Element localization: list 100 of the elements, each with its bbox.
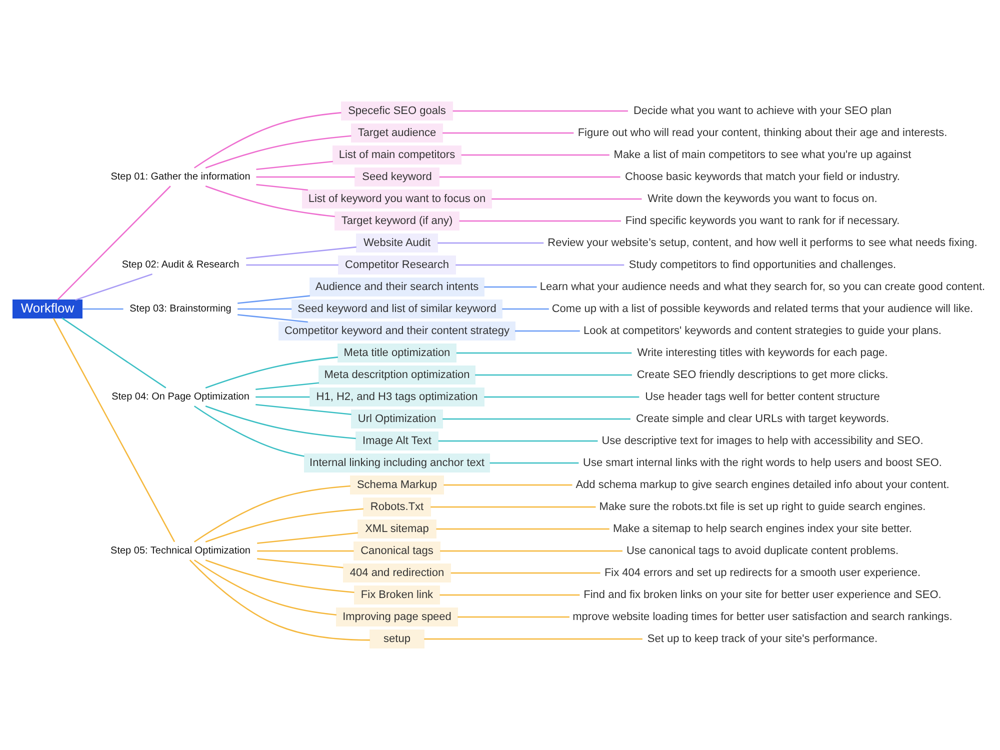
- connector: [438, 440, 598, 442]
- node-box: Competitor Research: [338, 256, 456, 274]
- node-text: Set up to keep track of your site's performance.: [646, 632, 878, 645]
- connector: [491, 198, 642, 200]
- node-box: setup: [369, 630, 424, 648]
- connector: [204, 356, 338, 388]
- node-text: Study competitors to find opportunities and challenges.: [628, 258, 896, 271]
- connector: [256, 532, 358, 544]
- node-text: Use descriptive text for images to help with accessibility and SEO.: [601, 434, 923, 447]
- connector: [52, 318, 175, 542]
- connector: [456, 352, 632, 354]
- connector: [193, 485, 350, 542]
- connector: [56, 186, 170, 300]
- node-text: Review your website’s setup, content, and how well it performs to see what needs fixing.: [547, 236, 977, 249]
- node-text: Use smart internal links with the right words to help users and boost SEO.: [582, 456, 942, 469]
- connector: [193, 406, 304, 457]
- node-text: Choose basic keywords that match your field or industry.: [624, 170, 900, 183]
- connector: [204, 508, 363, 542]
- connector: [450, 572, 600, 574]
- node-text: Create simple and clear URLs with target keywords.: [635, 412, 889, 425]
- connector: [74, 274, 152, 301]
- connector: [514, 330, 580, 332]
- connector: [440, 550, 622, 552]
- node-text: Make a list of main competitors to see what you're up against: [613, 148, 911, 161]
- node-box: Improving page speed: [336, 608, 458, 626]
- node-box: Competitor keyword and their content strategy: [278, 322, 515, 340]
- connector: [442, 132, 574, 134]
- node-text: Write down the keywords you want to focus on.: [647, 192, 877, 205]
- connector: [443, 484, 572, 486]
- node-text: Figure out who will read your content, thinking about their age and interests.: [577, 126, 947, 139]
- connector: [255, 404, 351, 416]
- node-box: List of keyword you want to focus on: [302, 190, 492, 208]
- node-box: H1, H2, and H3 tags optimization: [309, 388, 484, 406]
- connector: [256, 176, 354, 178]
- node-text: Make sure the robots.txt file is set up right to guide search engines.: [598, 500, 926, 513]
- node-text: Step 01: Gather the information: [110, 172, 250, 182]
- node-box: Workflow: [12, 300, 82, 318]
- node-text: Find and fix broken links on your site for better user experience and SEO.: [583, 588, 941, 601]
- node-box: Website Audit: [356, 234, 438, 252]
- connector: [489, 462, 578, 464]
- node-box: Fix Broken link: [354, 586, 440, 604]
- node-text: mprove website loading times for better user satisfaction and search rankings.: [572, 610, 952, 623]
- connector: [430, 506, 596, 508]
- node-box: Robots.Txt: [362, 498, 430, 516]
- node-text: Use canonical tags to avoid duplicate content problems.: [626, 544, 898, 557]
- node-box: Meta descritption optimization: [318, 366, 475, 384]
- node-box: Seed keyword: [354, 168, 439, 186]
- connector: [193, 112, 341, 168]
- connector: [458, 220, 620, 222]
- connector: [502, 308, 548, 310]
- node-box: List of main competitors: [332, 146, 461, 164]
- connector: [256, 184, 308, 191]
- node-text: Add schema markup to give search engines detailed info about your content.: [575, 478, 949, 491]
- connector: [455, 264, 624, 266]
- connector: [82, 308, 123, 310]
- node-text: Learn what your audience needs and what they search for, so you can create good content.: [539, 280, 985, 293]
- connector: [237, 308, 292, 310]
- node-text: Create SEO friendly descriptions to get more clicks.: [636, 368, 888, 381]
- node-box: XML sitemap: [357, 520, 436, 538]
- node-text: Find specific keywords you want to rank for if necessary.: [624, 214, 900, 227]
- connector: [237, 314, 308, 323]
- connector: [61, 318, 166, 388]
- connector: [256, 550, 354, 552]
- node-box: Target audience: [350, 124, 442, 142]
- node-text: Write interesting titles with keywords for each page.: [636, 346, 888, 359]
- connector: [439, 594, 580, 596]
- node-box: Specefic SEO goals: [340, 102, 452, 120]
- connector: [246, 246, 356, 260]
- node-box: Meta title optimization: [337, 344, 456, 362]
- connector: [436, 528, 609, 530]
- connector: [438, 176, 620, 178]
- connector: [204, 186, 334, 218]
- node-box: Image Alt Text: [355, 432, 438, 450]
- node-box: Url Optimization: [350, 410, 442, 428]
- node-box: 404 and redirection: [342, 564, 450, 582]
- connector: [452, 110, 628, 112]
- connector: [204, 560, 354, 594]
- connector: [474, 374, 632, 376]
- node-text: Decide what you want to achieve with your SEO plan: [632, 104, 892, 117]
- connector: [484, 286, 536, 288]
- connector: [424, 638, 642, 640]
- node-text: Fix 404 errors and set up redirects for a smooth user experience.: [604, 566, 920, 579]
- node-box: Internal linking including anchor text: [304, 454, 490, 472]
- connector: [204, 135, 351, 168]
- node-text: Look at competitors' keywords and content strategies to guide your plans.: [583, 324, 941, 337]
- node-box: Seed keyword and list of similar keyword: [291, 300, 502, 318]
- connector: [188, 560, 370, 641]
- node-text: Step 04: On Page Optimization: [111, 392, 249, 402]
- connector: [256, 160, 332, 170]
- connector: [256, 558, 343, 568]
- node-box: Schema Markup: [350, 476, 444, 494]
- connector: [255, 396, 310, 398]
- connector: [460, 154, 609, 156]
- node-text: Use header tags well for better content structure: [644, 390, 880, 403]
- node-box: Canonical tags: [353, 542, 440, 560]
- connector: [457, 616, 569, 618]
- node-text: Make a sitemap to help search engines index your site better.: [612, 522, 912, 535]
- node-text: Step 05: Technical Optimization: [110, 546, 250, 556]
- connector: [246, 264, 338, 266]
- node-box: Target keyword (if any): [334, 212, 459, 230]
